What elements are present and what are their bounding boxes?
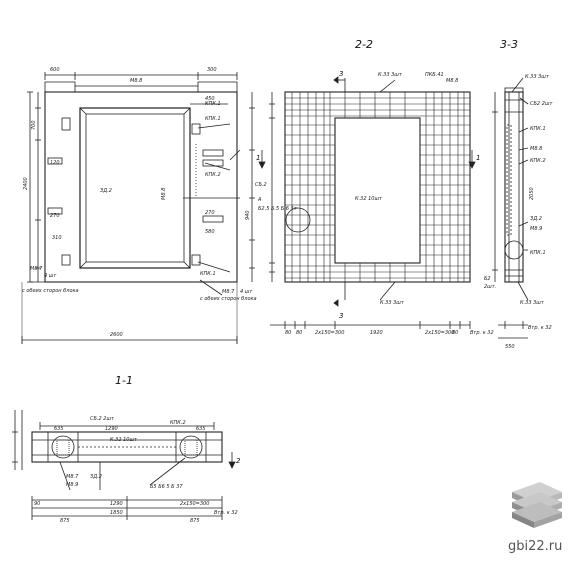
elev-dim-600: 600 <box>50 67 60 73</box>
elev-sb2-label: СБ.2 <box>255 182 267 188</box>
cut-3-bottom-label: 3 <box>339 312 343 320</box>
cut-1-right-label: 1 <box>476 154 480 162</box>
s22-dim-3: 2х150=300 <box>315 330 344 336</box>
s11-vtr-label: Втр. к 32 <box>214 510 238 516</box>
elev-dim-940: 940 <box>245 210 251 220</box>
elev-m87-right-count: 4 шт <box>240 289 253 295</box>
s22-dim-6: 80 <box>452 330 458 336</box>
cut-1-left-label: 1 <box>256 154 260 162</box>
s33-k33-bottom-label: К.33 3шт <box>520 300 545 306</box>
s33-sb2-label: СБ2 2шт <box>530 101 553 107</box>
s33-vtr-label: Втр. к 32 <box>528 325 552 331</box>
elev-dim-270-right: 270 <box>205 210 215 216</box>
elev-dim-120: 120 <box>50 160 60 166</box>
s11-dim-635: 635 <box>54 426 64 432</box>
s11-zd2-label: ЗД.2 <box>90 474 102 480</box>
s22-dim-5: 2х150=300 <box>425 330 454 336</box>
s22-vtr-label: Втр. к 32 <box>470 330 494 336</box>
elev-dim-580: 580 <box>205 229 215 235</box>
s11-b-label: Б5 Б6 5 Б 37 <box>150 484 183 490</box>
elev-m87-count: 4 шт <box>44 273 57 279</box>
s11-m87-label: М8.7 <box>66 474 79 480</box>
elev-dim-300: 300 <box>207 67 217 73</box>
section-1-1-view <box>12 410 236 520</box>
elevation-view <box>21 72 311 344</box>
elev-kpk1-bottom-label: КПК.1 <box>200 271 216 277</box>
elev-dim-2600: 2600 <box>110 332 123 338</box>
elev-dim-700: 700 <box>31 120 37 130</box>
section-1-1-title: 1-1 <box>115 374 133 387</box>
s22-m88-label: М8.8 <box>446 78 458 84</box>
elev-m87-right-label: М8.7 <box>222 289 235 295</box>
s11-dim-1290-b: 1290 <box>110 501 123 507</box>
s33-k33-top-label: К.33 3шт <box>525 74 550 80</box>
s11-m89-label: М8.9 <box>66 482 78 488</box>
elev-dim-450: 450 <box>205 96 215 102</box>
elev-kpk1-label: КПК.1 <box>205 116 221 122</box>
s11-dim-1850: 1850 <box>110 510 123 516</box>
elev-m87-label: М8.7 <box>30 266 43 272</box>
section-2-2-view <box>284 91 471 283</box>
s11-kpk2-label: КПК.2 <box>170 420 186 426</box>
s22-dim-1: 80 <box>296 330 302 336</box>
s11-dim-875: 875 <box>60 518 70 524</box>
s11-dim-875-b: 875 <box>190 518 200 524</box>
elev-dim-310: 310 <box>52 235 62 241</box>
s33-sht-label: 2шт. <box>484 284 496 290</box>
s33-b2-label: Б2 <box>484 276 491 282</box>
elev-zd2-label: ЗД.2 <box>100 188 112 194</box>
s22-dim-4: 1920 <box>370 330 383 336</box>
elev-each-side-right-label: с обеих сторон блока <box>200 296 257 302</box>
s11-k32-label: К.32 10шт <box>110 437 138 443</box>
cut-3-top-label: 3 <box>339 70 343 78</box>
rebar-grid-2-2 <box>285 92 470 282</box>
section-3-3-view <box>492 77 529 339</box>
cut-2-label: 2 <box>236 457 241 465</box>
s11-sb2-label: СБ.2 2шт <box>90 416 115 422</box>
section-2-2-title: 2-2 <box>355 38 373 51</box>
elev-kpk1-top-label: КПК.1 <box>205 101 221 107</box>
s22-b2-label: Б2.5 Б.5 Б.6 3т <box>258 206 298 212</box>
elev-m88-label: М8.8 <box>130 78 142 84</box>
elev-dim-2400: 2400 <box>23 177 29 190</box>
s22-k33-top-label: К.33 3шт <box>378 72 403 78</box>
elev-each-side-label: с обеих сторон блока <box>22 288 79 294</box>
s33-zd2-label: ЗД.2 <box>530 216 542 222</box>
elev-m88-side-label: М8.8 <box>161 188 167 200</box>
s33-kpk1b-label: КПК.1 <box>530 250 546 256</box>
s33-kpk1-label: КПК.1 <box>530 126 546 132</box>
section-3-3-title: 3-3 <box>500 38 518 51</box>
s11-dim-1290: 1290 <box>105 426 118 432</box>
s33-kpk2-label: КПК.2 <box>530 158 546 164</box>
s11-dim-90: 90 <box>34 501 40 507</box>
elev-kpk2-label: КПК.2 <box>205 172 221 178</box>
s22-k33-bottom-label: К.33 3шт <box>380 300 405 306</box>
logo-icon <box>512 482 562 528</box>
s33-m88-label: М8.8 <box>530 146 542 152</box>
s33-m89-label: М8.9 <box>530 226 542 232</box>
s11-dim-635-b: 635 <box>196 426 206 432</box>
s33-dim-550: 550 <box>505 344 515 350</box>
watermark-text: gbi22.ru <box>508 539 562 554</box>
s22-k32-label: К.32 10шт <box>355 196 383 202</box>
s11-dim-300: 2х150=300 <box>180 501 209 507</box>
s22-pkb-label: ПКБ.41 <box>425 72 444 78</box>
elev-a-label: А <box>257 197 262 203</box>
s33-dim-2050: 2050 <box>529 187 535 200</box>
s22-dim-0: 80 <box>285 330 291 336</box>
elev-dim-270: 270 <box>50 213 60 219</box>
